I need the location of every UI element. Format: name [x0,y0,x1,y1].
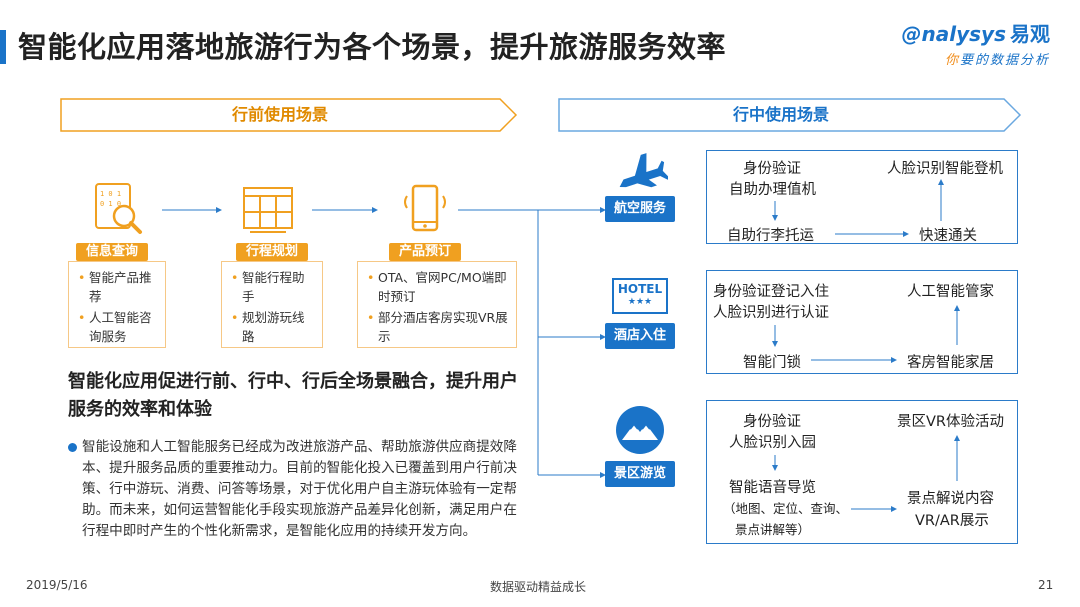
scene-text: 景区VR体验活动 [897,414,1004,430]
scene-text: 智能语音导览 [729,480,816,496]
scene-arrows [772,435,960,512]
badge-aviation: 航空服务 [605,196,675,222]
summary-bullet [68,443,77,452]
pre-trip-band [60,98,518,132]
scene-text: 身份验证 [743,161,801,177]
in-trip-band [558,98,1022,132]
scene-text: 身份验证 [743,414,801,430]
tag-info-query: 信息查询 [76,243,148,261]
scene-text: 人脸识别进行认证 [713,305,829,321]
list-item: 智能行程助手 [231,268,314,306]
scene-text: 景点讲解等） [735,522,811,537]
svg-text:1 0 1: 1 0 1 [100,190,121,198]
list-item: 人工智能咨询服务 [78,308,157,346]
footer-date: 2019/5/16 [26,578,88,592]
hotel-sign-text: HOTEL [617,282,663,296]
scene-arrows [772,179,944,237]
logo-slogan-first: 你 [944,53,960,68]
logo-cn: 易观 [1010,22,1050,46]
page-number: 21 [1038,578,1054,592]
card-itinerary: 智能行程助手 规划游玩线路 [221,261,323,348]
scene-arrows [772,305,960,363]
title-accent-bar [0,30,6,64]
branch-connectors [458,207,606,478]
search-document-icon: 1 0 1 0 1 0 [88,182,144,238]
logo-slogan: 要的数据分析 [959,53,1050,68]
hotel-sign-stars: ★★★ [627,297,653,307]
scene-aviation: 身份验证 自助办理值机 自助行李托运 快速通关 人脸识别智能登机 [706,150,1018,244]
hotel-sign-icon: HOTEL ★★★ [612,278,668,314]
page-title: 智能化应用落地旅游行为各个场景，提升旅游服务效率 [18,30,727,64]
list-item: 智能产品推荐 [78,268,157,306]
badge-hotel: 酒店入住 [605,323,675,349]
scene-text: 身份验证登记入住 [713,284,829,300]
scene-text: 景点解说内容 [907,491,994,507]
logo-a-icon: @ [901,22,922,46]
scene-hotel: 身份验证登记入住 人脸识别进行认证 智能门锁 客房智能家居 人工智能管家 [706,270,1018,374]
tag-itinerary: 行程规划 [236,243,308,261]
logo-text: nalysys [921,22,1006,46]
list-item: 部分酒店客房实现VR展示 [367,308,508,346]
scene-text: 客房智能家居 [907,355,994,371]
summary-headline: 智能化应用促进行前、行中、行后全场景融合，提升用户服务的效率和体验 [68,371,518,420]
scene-text: 自助办理值机 [729,182,816,198]
list-item: 规划游玩线路 [231,308,314,346]
badge-scenic: 景区游览 [605,461,675,487]
scene-scenic: 身份验证 人脸识别入园 智能语音导览 （地图、定位、查询、 景点讲解等） 景点解… [706,400,1018,544]
scene-text: 人脸识别智能登机 [887,161,1003,177]
card-booking: OTA、官网PC/MO端即时预订 部分酒店客房实现VR展示 [357,261,517,348]
scene-text: （地图、定位、查询、 [723,501,849,516]
scene-text: VR/AR展示 [915,513,989,529]
svg-text:0 1 0: 0 1 0 [100,200,121,208]
pre-arrow-2 [312,207,378,213]
list-item: OTA、官网PC/MO端即时预订 [367,268,508,306]
pre-trip-band-label: 行前使用场景 [231,105,328,124]
smartphone-icon [397,180,453,236]
scene-text: 自助行李托运 [727,228,814,244]
in-trip-band-label: 行中使用场景 [732,105,829,124]
mountain-icon [614,404,666,456]
itinerary-board-icon [240,182,296,238]
footer-slogan: 数据驱动精益成长 [490,580,587,594]
scene-text: 智能门锁 [743,355,801,371]
tag-booking: 产品预订 [389,243,461,261]
scene-text: 人脸识别入园 [729,435,816,451]
airplane-icon [612,150,670,190]
card-info-query: 智能产品推荐 人工智能咨询服务 [68,261,166,348]
scene-text: 人工智能管家 [907,284,994,300]
scene-text: 快速通关 [919,228,977,244]
pre-arrow-1 [162,207,222,213]
summary-body: 智能设施和人工智能服务已经成为改进旅游产品、帮助旅游供应商提效降本、提升服务品质… [82,439,517,539]
